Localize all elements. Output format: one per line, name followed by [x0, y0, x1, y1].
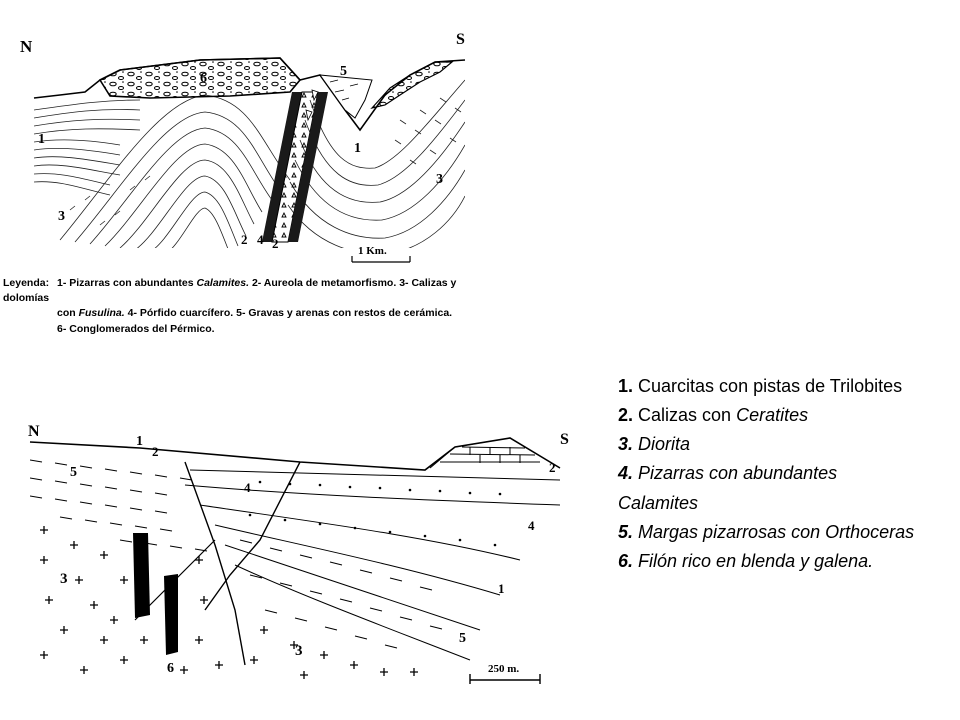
right-legend-item-2: 2. Calizas con Ceratites: [618, 405, 809, 426]
bottom-vein-right: [164, 574, 178, 655]
bottom-label-1-top: 1: [136, 434, 143, 449]
legend-item-1-num: 1-: [57, 277, 67, 289]
legend-item-6: 6- Conglomerados del Pérmico.: [57, 322, 215, 335]
top-label-1-left: 1: [38, 132, 45, 147]
bottom-fault-3: [134, 539, 216, 621]
top-scale-bar: 1 Km.: [351, 245, 411, 263]
top-scale-label: 1 Km.: [358, 245, 387, 257]
bottom-fault-2: [204, 461, 301, 611]
bottom-diorite-right: [250, 626, 418, 679]
bottom-label-5-left: 5: [70, 465, 77, 480]
bottom-label-2-right: 2: [549, 460, 556, 475]
right-legend-item-4: 4. Pizarras con abundantes Calamites: [618, 463, 838, 513]
bottom-quartzite-block: [429, 438, 560, 469]
top-aureole-left: [262, 92, 302, 242]
legend-item-2: 2- Aureola de metamorfismo.: [251, 277, 397, 289]
top-conglomerate-unit-6: [98, 57, 302, 99]
legend-item-5: 5- Gravas y arenas con restos de cerámic…: [236, 307, 453, 320]
bottom-ground-line: [29, 437, 561, 471]
top-label-2-b: 2: [272, 236, 279, 251]
top-north-label: N: [20, 37, 33, 56]
top-south-label: S: [456, 31, 465, 48]
top-gravel-unit-5: [318, 74, 373, 119]
bottom-strata-left: [30, 459, 208, 552]
legend-item-4: 4- Pórfido cuarcífero.: [127, 307, 234, 320]
legend-item-1-taxon: Calamites.: [196, 277, 250, 289]
legend-title: Leyenda:: [3, 277, 50, 289]
legend-item-3-con: con: [57, 307, 76, 320]
bottom-scale-label: 250 m.: [488, 663, 519, 675]
bottom-diorite-left: [40, 526, 223, 674]
bottom-scale-bar: 250 m.: [469, 663, 541, 684]
top-aureole-right: [288, 92, 328, 242]
top-label-2-a: 2: [241, 232, 248, 247]
bottom-label-2-top: 2: [152, 444, 159, 459]
legend-item-3-taxon: Fusulina.: [78, 307, 125, 320]
right-legend: 1. Cuarcitas con pistas de Trilobites 2.…: [618, 372, 918, 576]
right-legend-item-5: 5. Margas pizarrosas con Orthoceras: [618, 521, 915, 542]
bottom-label-3-right: 3: [295, 643, 303, 659]
bottom-north-label: N: [28, 423, 40, 440]
top-label-3-right: 3: [436, 172, 443, 187]
top-label-5: 5: [340, 64, 347, 79]
bottom-label-5-right: 5: [459, 631, 466, 646]
bottom-label-4-right: 4: [528, 518, 535, 533]
bottom-label-6: 6: [167, 661, 174, 676]
legend-item-1-text: Pizarras con abundantes: [69, 277, 194, 289]
top-legend: Leyenda: 1- Pizarras con abundantes Calam…: [3, 276, 503, 337]
bottom-label-3-left: 3: [60, 571, 68, 587]
top-gravel-right: [370, 61, 454, 110]
right-legend-item-6: 6. Filón rico en blenda y galena.: [618, 550, 874, 571]
top-label-4: 4: [257, 232, 264, 247]
bottom-south-label: S: [560, 431, 569, 448]
bottom-label-4-center: 4: [244, 480, 251, 495]
bottom-strata-right: [184, 469, 560, 661]
bottom-vein-left: [133, 533, 150, 618]
right-legend-item-3: 3. Diorita: [618, 434, 691, 455]
bottom-dots-band: [248, 480, 502, 547]
right-legend-item-1: 1. Cuarcitas con pistas de Trilobites: [618, 376, 903, 396]
top-label-1-right: 1: [354, 141, 361, 156]
legend-item-3-text: 3- Calizas y dolomías: [3, 277, 457, 305]
top-label-6: 6: [200, 71, 207, 86]
top-label-3-left: 3: [58, 209, 65, 224]
bottom-fault-1: [184, 461, 246, 666]
bottom-label-1-right: 1: [498, 581, 505, 596]
